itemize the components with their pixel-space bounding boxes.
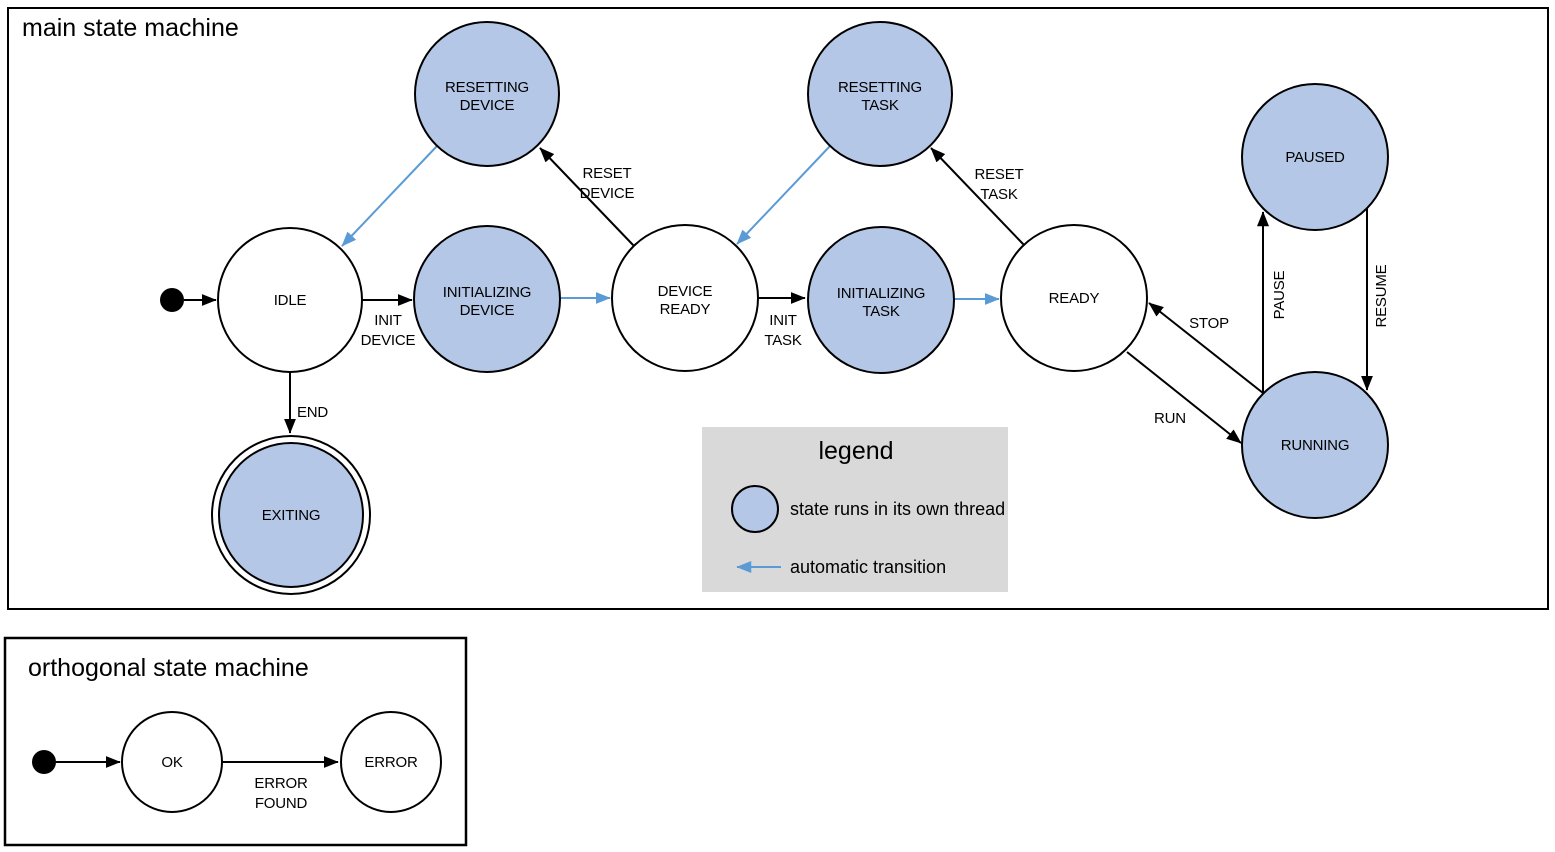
main-machine-border (7, 7, 1549, 610)
legend-panel: legend state runs in its own thread auto… (702, 427, 1008, 592)
state-label: ERROR (364, 754, 418, 771)
state-label: OK (161, 754, 182, 771)
transition-idle-to-initializing-device: INIT DEVICE (361, 294, 416, 349)
state-idle: IDLE (217, 227, 363, 373)
state-label: DEVICE (460, 97, 515, 114)
transition-device-ready-to-resetting-device: RESET DEVICE (539, 147, 635, 247)
transition-idle-to-exiting-end: END (284, 372, 329, 434)
legend-auto-transition-label: automatic transition (790, 557, 946, 577)
state-label: RUNNING (1281, 437, 1350, 454)
state-label: DEVICE (658, 283, 713, 300)
orthogonal-machine-panel: orthogonal state machine ERROR FOUND OK … (3, 636, 468, 847)
state-running: RUNNING (1241, 371, 1389, 519)
state-resetting-task: RESETTING TASK (807, 21, 953, 167)
state-device-ready: DEVICE READY (611, 224, 759, 372)
state-label: EXITING (262, 507, 321, 524)
state-ok: OK (121, 711, 223, 813)
state-ready: READY (1000, 224, 1148, 372)
transition-label: FOUND (255, 795, 308, 812)
main-machine-panel: main state machine INIT DEVICE RESET DEV… (7, 7, 1549, 610)
transition-label: RESUME (1373, 264, 1390, 327)
transition-label: ERROR (254, 775, 308, 792)
transition-resetting-task-to-device-ready-auto (736, 145, 831, 245)
state-error: ERROR (340, 711, 442, 813)
legend-title: legend (818, 437, 893, 465)
transition-label: INIT (769, 312, 797, 329)
legend-threaded-state-label: state runs in its own thread (790, 499, 1005, 519)
transition-label: STOP (1189, 315, 1229, 332)
state-label: RESETTING (445, 79, 529, 96)
transition-label: RESET (974, 166, 1023, 183)
main-machine-title: main state machine (22, 14, 239, 42)
orthogonal-machine-title: orthogonal state machine (28, 654, 309, 682)
transition-running-to-paused-pause: PAUSE (1257, 211, 1288, 394)
state-label: RESETTING (838, 79, 922, 96)
state-label: READY (1049, 290, 1100, 307)
transition-label: END (297, 404, 328, 421)
transition-label: DEVICE (361, 332, 416, 349)
transition-label: INIT (374, 312, 402, 329)
state-label: TASK (862, 303, 899, 320)
transition-resetting-device-to-idle-auto (341, 145, 438, 247)
state-label: DEVICE (460, 302, 515, 319)
state-resetting-device: RESETTING DEVICE (414, 21, 560, 167)
state-label: INITIALIZING (443, 284, 531, 301)
state-label: PAUSED (1285, 149, 1345, 166)
transition-label: PAUSE (1271, 270, 1288, 319)
state-label: TASK (861, 97, 898, 114)
orthogonal-machine-border (3, 636, 468, 847)
state-label: INITIALIZING (837, 285, 925, 302)
transition-running-to-ready-stop: STOP (1148, 302, 1264, 394)
orthogonal-initial-state (32, 750, 121, 774)
transition-label: RESET (582, 165, 631, 182)
state-initializing-task: INITIALIZING TASK (807, 226, 955, 374)
transition-device-ready-to-initializing-task: INIT TASK (758, 292, 806, 349)
legend-threaded-state-swatch (731, 485, 779, 533)
state-exiting-final: EXITING (211, 435, 371, 595)
transition-ready-to-running-run: RUN (1126, 351, 1242, 444)
transition-paused-to-running-resume: RESUME (1361, 208, 1390, 391)
transition-ok-to-error: ERROR FOUND (222, 756, 339, 812)
transition-label: TASK (764, 332, 801, 349)
initial-state-dot (160, 288, 184, 312)
transition-ready-to-resetting-task: RESET TASK (930, 147, 1025, 246)
state-label: IDLE (274, 292, 307, 309)
state-paused: PAUSED (1241, 83, 1389, 231)
initial-state-dot (32, 750, 56, 774)
transition-label: RUN (1154, 410, 1186, 427)
transition-label: DEVICE (580, 185, 635, 202)
main-initial-state (160, 288, 217, 312)
state-initializing-device: INITIALIZING DEVICE (413, 225, 561, 373)
state-label: READY (660, 301, 711, 318)
transition-label: TASK (980, 186, 1017, 203)
